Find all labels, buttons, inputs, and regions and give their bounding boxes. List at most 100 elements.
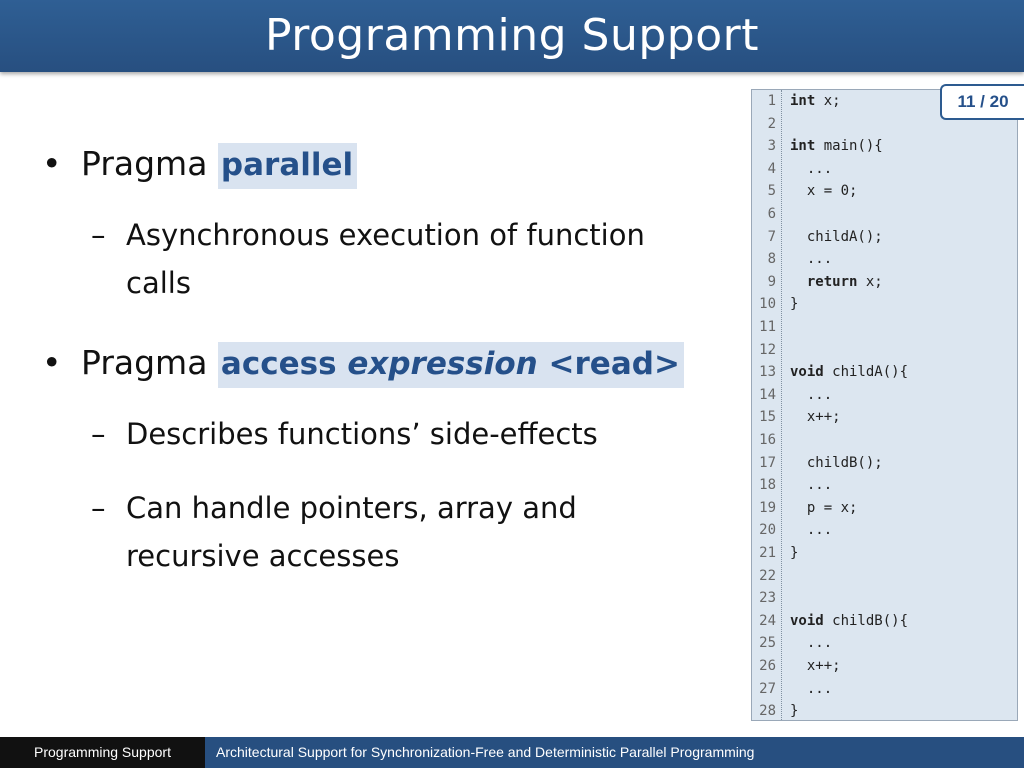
sub-bullet-side-effects: – Describes functions’ side-effects (40, 410, 686, 458)
code-rest: childA(){ (823, 364, 909, 381)
code-rest: childA(); (790, 228, 883, 245)
code-rest: ... (790, 251, 833, 268)
code-line: 4 ... (752, 158, 1017, 181)
line-number: 20 (759, 522, 776, 539)
code-text: int x; (790, 90, 841, 113)
code-text: p = x; (790, 497, 858, 520)
code-line: 26 x++; (752, 655, 1017, 678)
code-text: childA(); (790, 226, 883, 249)
code-rest: ... (790, 477, 833, 494)
code-keyword: int (790, 138, 816, 155)
highlighted-keyword: access expression <read> (217, 342, 684, 388)
keyword-access: access (220, 346, 348, 382)
line-number: 18 (759, 477, 776, 494)
line-number: 24 (759, 612, 776, 629)
code-rest: x++; (790, 409, 841, 426)
bullet-list: • Pragma parallel – Asynchronous executi… (40, 140, 720, 606)
code-line: 12 (752, 339, 1017, 362)
code-line: 8 ... (752, 248, 1017, 271)
code-rest: x; (815, 93, 841, 109)
bullet-dot: • (42, 144, 62, 183)
bullet-pragma-parallel: • Pragma parallel (40, 140, 720, 189)
sub-bullet-pointers: – Can handle pointers, array and recursi… (40, 484, 686, 580)
code-rest: ... (790, 635, 833, 652)
footer-bar: Programming Support Architectural Suppor… (0, 737, 1024, 768)
code-line: 24 void childB(){ (752, 610, 1017, 633)
title-bar: Programming Support (0, 0, 1024, 72)
code-rest: main(){ (815, 138, 883, 155)
line-number: 13 (759, 364, 776, 381)
line-number: 2 (767, 115, 776, 132)
code-text: ... (790, 678, 832, 701)
code-line: 25 ... (752, 632, 1017, 655)
code-line: 2 (752, 113, 1017, 136)
code-line: 27 ... (752, 678, 1017, 701)
code-rest: } (790, 545, 799, 561)
line-number: 28 (759, 703, 776, 720)
line-number: 27 (759, 680, 776, 697)
line-number: 21 (759, 545, 776, 561)
sub-bullet-async: – Asynchronous execution of function cal… (40, 211, 686, 307)
code-line: 28} (752, 700, 1017, 723)
line-number-gutter (752, 90, 782, 720)
bullet-pragma-access: • Pragma access expression <read> (40, 339, 720, 388)
page-indicator: 11 / 20 (940, 84, 1024, 120)
code-text: ... (790, 632, 832, 655)
code-line: 14 ... (752, 384, 1017, 407)
line-number: 22 (759, 567, 776, 584)
code-rest: x++; (790, 658, 841, 674)
code-rest: x; (857, 273, 883, 290)
code-rest: } (790, 296, 799, 313)
sub-bullet-dash: – (91, 491, 106, 525)
line-number: 12 (759, 341, 776, 358)
line-number: 16 (759, 432, 776, 448)
code-keyword: void (790, 612, 824, 629)
code-text: return x; (790, 271, 883, 294)
bullet-prefix: Pragma (81, 144, 218, 183)
code-text: x = 0; (790, 180, 858, 203)
sub-bullet-text: Can handle pointers, array and recursive… (126, 491, 577, 573)
code-line: 5 x = 0; (752, 180, 1017, 203)
keyword-expression: expression (347, 346, 538, 382)
keyword-read: <read> (537, 346, 680, 382)
code-line: 6 (752, 203, 1017, 226)
line-number: 9 (767, 273, 776, 290)
code-rest: childB(); (790, 454, 883, 471)
code-text: ... (790, 248, 832, 271)
line-number: 17 (759, 454, 776, 471)
line-number: 14 (759, 386, 776, 403)
sub-bullet-dash: – (91, 218, 106, 252)
code-line: 22 (752, 565, 1017, 588)
code-keyword: return (790, 273, 858, 290)
code-keyword: void (790, 364, 824, 381)
code-line: 7 childA(); (752, 226, 1017, 249)
line-number: 23 (759, 590, 776, 607)
code-line: 11 (752, 316, 1017, 339)
line-number: 10 (759, 296, 776, 313)
line-number: 7 (767, 228, 776, 245)
code-text: ... (790, 384, 832, 407)
line-number: 5 (767, 183, 776, 200)
code-rest: childB(){ (823, 612, 909, 629)
code-text: x++; (790, 655, 841, 678)
code-line: 20 ... (752, 519, 1017, 542)
code-text: ... (790, 474, 832, 497)
code-line: 10} (752, 293, 1017, 316)
code-text: void childA(){ (790, 361, 908, 384)
line-number: 4 (767, 160, 776, 177)
code-text: } (790, 542, 798, 565)
code-rest: ... (790, 160, 833, 177)
slide-title: Programming Support (265, 10, 759, 61)
code-text: childB(); (790, 452, 883, 475)
code-rest: ... (790, 680, 833, 697)
sub-bullet-text: Asynchronous execution of function calls (126, 218, 645, 300)
sub-bullet-text: Describes functions’ side-effects (126, 417, 598, 451)
line-number: 8 (767, 251, 776, 268)
code-line: 21} (752, 542, 1017, 565)
code-line: 9 return x; (752, 271, 1017, 294)
footer-presentation-title: Architectural Support for Synchronizatio… (216, 744, 755, 760)
line-number: 26 (759, 658, 776, 674)
code-line: 17 childB(); (752, 452, 1017, 475)
